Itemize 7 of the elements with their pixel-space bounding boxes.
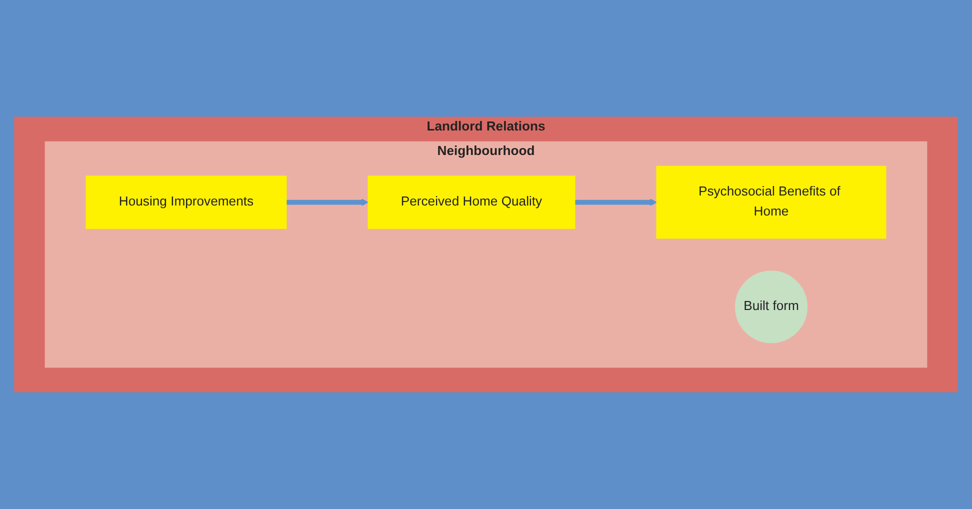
node-box [86,176,287,229]
arrow [286,198,368,206]
node-box [368,176,576,229]
node-box [656,166,886,239]
node-circle [735,270,808,344]
arrow [574,198,657,206]
cluster [44,141,928,368]
